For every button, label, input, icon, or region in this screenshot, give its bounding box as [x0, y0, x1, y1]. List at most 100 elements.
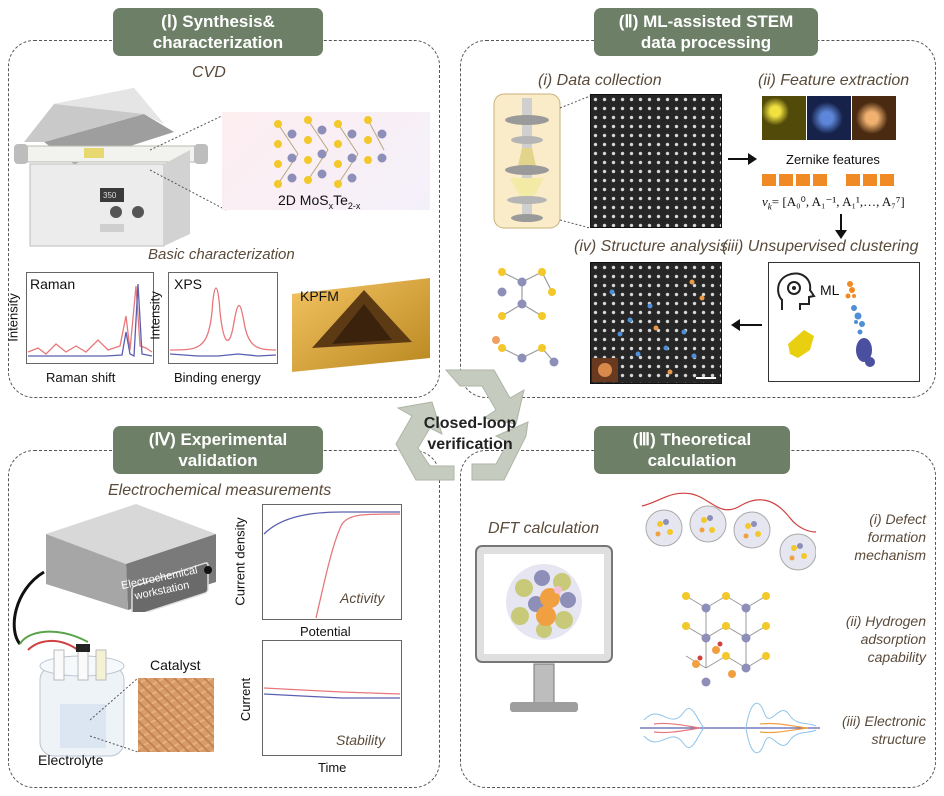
closed-loop-line1: Closed-loop [423, 415, 517, 432]
stem-tag-line2: data processing [640, 33, 772, 52]
stability-xlabel: Time [318, 760, 347, 775]
experimental-tag: (Ⅳ) Experimental validation [113, 426, 323, 474]
ml-head-icon [777, 272, 816, 310]
cluster-scatter [788, 281, 875, 367]
stability-tag: Stability [336, 732, 386, 748]
synthesis-tag: (Ⅰ) Synthesis& characterization [113, 8, 323, 56]
formula-rest: = [A₀⁰, A₁⁻¹, A₁¹,…, A₇⁷] [771, 194, 905, 209]
xps-ylabel: Intensity [147, 291, 163, 340]
electrochem-subtitle: Electrochemical measurements [108, 482, 332, 499]
theory-item3: (iii) Electronic structure [816, 712, 926, 748]
stability-ylabel: Current [238, 677, 254, 722]
closed-loop-label: Closed-loop verification [390, 413, 550, 455]
zernike-formula: νk= [A₀⁰, A₁⁻¹, A₁¹,…, A₇⁷] [762, 194, 905, 212]
material-label-sub1: x [328, 200, 334, 211]
basic-char-label: Basic characterization [148, 246, 295, 263]
cell-wires [12, 570, 89, 651]
raman-title: Raman [30, 276, 76, 292]
kpfm-image [292, 278, 430, 372]
activity-ylabel: Current density [232, 517, 248, 606]
stability-chart [262, 640, 402, 756]
electrochemical-cell-icon [39, 644, 125, 757]
synthesis-tag-line2: characterization [152, 33, 284, 52]
stem-tag: (Ⅱ) ML-assisted STEM data processing [594, 8, 818, 56]
synthesis-tag-line1: (Ⅰ) Synthesis& [161, 12, 275, 31]
recycle-icon [395, 369, 529, 481]
catalyst-image [138, 678, 214, 752]
dft-label: DFT calculation [488, 520, 600, 537]
cvd-label: CVD [192, 64, 226, 81]
theory-item1-line3: mechanism [854, 547, 926, 563]
stability-curve-red [263, 687, 401, 695]
material-label-sub2: 2-x [347, 200, 361, 211]
hydrogen-adsorption-structure [682, 592, 770, 687]
theory-item3-line2: structure [871, 731, 926, 747]
theory-item3-line1: (iii) Electronic [841, 713, 926, 729]
theory-tag: (Ⅲ) Theoretical calculation [594, 426, 790, 474]
activity-tag: Activity [340, 590, 385, 606]
activity-curve-red [315, 513, 401, 619]
theory-item1-line2: formation [867, 529, 926, 545]
stem-cluster-overlay [592, 279, 716, 382]
feature-thumb-blue [807, 96, 851, 140]
xps-chart [168, 272, 278, 364]
xps-title: XPS [174, 276, 203, 292]
material-label: 2D MoSxTe2-x [278, 192, 360, 211]
raman-curve-red [27, 285, 153, 355]
stem-step4: (iv) Structure analysis [574, 238, 728, 255]
arrow-left-icon [731, 319, 762, 331]
raman-curve-blue [28, 283, 153, 358]
theory-item2-line1: (ii) Hydrogen [845, 613, 926, 629]
activity-curve-blue [263, 511, 400, 535]
closed-loop-line2: verification [427, 436, 513, 453]
defect-energy-path [641, 492, 816, 571]
theory-tag-line1: (Ⅲ) Theoretical [632, 430, 752, 449]
stem-tag-line1: (Ⅱ) ML-assisted STEM [618, 12, 794, 31]
stem-zoom-lines [560, 95, 591, 229]
xps-curve-red [169, 287, 277, 351]
material-label-main: 2D MoS [278, 192, 329, 208]
stem-step1: (i) Data collection [538, 72, 662, 89]
formula-nu: ν [762, 194, 768, 209]
xps-xlabel: Binding energy [174, 370, 261, 385]
catalyst-label: Catalyst [150, 657, 201, 673]
theory-item1: (i) Defect formation mechanism [826, 510, 926, 564]
raman-xlabel: Raman shift [46, 370, 116, 385]
theory-item1-line1: (i) Defect [869, 511, 926, 527]
theory-item2: (ii) Hydrogen adsorption capability [816, 612, 926, 666]
stem-image-raw [590, 94, 722, 228]
stem-step2: (ii) Feature extraction [758, 72, 910, 89]
arrow-right-icon [728, 153, 757, 165]
xps-curve-blue [169, 353, 277, 357]
raman-chart [26, 272, 154, 364]
crystal-structure-icon [274, 116, 387, 188]
zoom-lines [150, 113, 227, 211]
microscope-icon [493, 93, 561, 229]
electronic-structure-plot [640, 702, 820, 754]
feature-thumb-orange [852, 96, 896, 140]
experimental-tag-line2: validation [178, 451, 258, 470]
arrow-down-icon [835, 214, 847, 239]
cvd-furnace [14, 88, 208, 247]
theory-item2-line2: adsorption [860, 631, 926, 647]
activity-xlabel: Potential [300, 624, 351, 639]
ml-label: ML [820, 282, 840, 298]
experimental-tag-line1: (Ⅳ) Experimental [148, 430, 288, 449]
stem-step3: (iii) Unsupervised clustering [722, 238, 919, 255]
defect-structure-icon [492, 268, 559, 367]
workstation-icon [46, 504, 216, 612]
zernike-label: Zernike features [786, 152, 880, 167]
stability-curve-blue [263, 693, 400, 699]
activity-chart [262, 504, 402, 620]
formula-sub: k [767, 201, 772, 212]
raman-ylabel: Intensity [5, 293, 21, 342]
feature-thumb-yellow [762, 96, 806, 140]
zernike-bars [762, 174, 894, 186]
theory-item2-line3: capability [867, 649, 926, 665]
theory-tag-line2: calculation [647, 451, 737, 470]
material-label-mid: Te [333, 192, 348, 208]
electrolyte-label: Electrolyte [38, 752, 104, 768]
dft-molecule-icon [506, 564, 582, 640]
catalyst-zoom-lines [90, 677, 139, 753]
kpfm-title: KPFM [300, 288, 339, 304]
